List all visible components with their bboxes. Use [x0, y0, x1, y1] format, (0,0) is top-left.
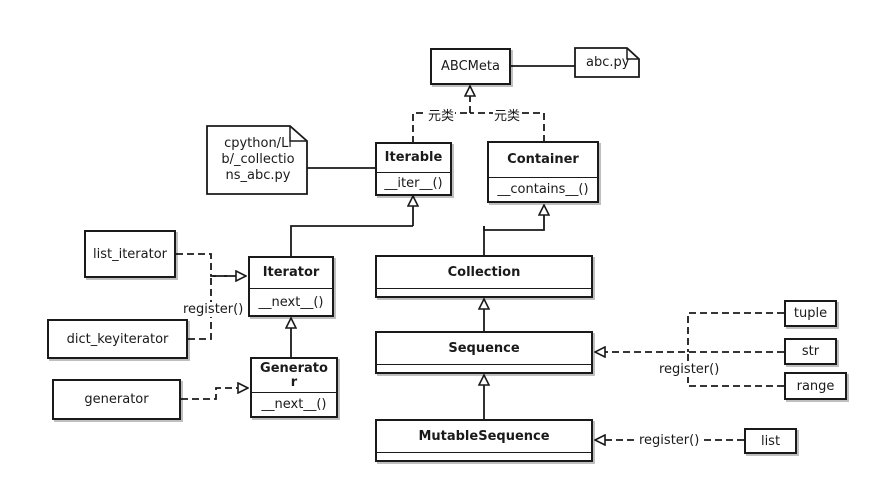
iterable-class: Iterable __iter__()	[375, 142, 452, 196]
container-class: Container __contains__()	[487, 141, 599, 203]
generator-class: Generator __next__()	[250, 357, 338, 418]
generator-next-method: __next__()	[261, 397, 327, 412]
sequence-class: Sequence	[375, 331, 593, 374]
note-shape	[206, 125, 308, 195]
str-label: str	[801, 344, 820, 359]
metaclass-label-2: 元类	[493, 105, 522, 124]
collection-methods	[377, 289, 591, 296]
sequence-methods	[377, 365, 591, 372]
metaclass-label-1: 元类	[427, 105, 456, 124]
dict-keyiterator-box: dict_keyiterator	[47, 319, 188, 359]
range-box: range	[784, 372, 847, 400]
container-contains-method: __contains__()	[497, 182, 589, 197]
collection-class: Collection	[375, 255, 593, 298]
generator-box: generator	[52, 379, 181, 420]
mutable-sequence-methods	[377, 453, 591, 460]
abc-py-label: abc.py	[586, 55, 630, 70]
tuple-label: tuple	[793, 306, 828, 321]
generator-register-edge	[181, 388, 248, 400]
dict-keyiterator-label: dict_keyiterator	[66, 331, 169, 347]
register-label-list: register()	[638, 433, 701, 448]
mutable-sequence-class: MutableSequence	[375, 419, 593, 462]
abc-py-note: abc.py	[574, 47, 640, 78]
note-shape	[574, 47, 640, 78]
register-label-sequence: register()	[658, 362, 721, 377]
iterable-iter-method: __iter__()	[384, 176, 443, 191]
abcmeta-box: ABCMeta	[430, 48, 511, 85]
iterable-class-name: Iterable	[377, 144, 450, 173]
cpython-path-note: cpython/Lib/_collections_abc.py	[206, 125, 308, 195]
str-box: str	[784, 338, 837, 365]
list-iterator-register-edge	[176, 253, 246, 277]
collection-container-edge	[483, 205, 544, 231]
list-label: list	[760, 433, 781, 449]
iterator-next-method: __next__()	[258, 294, 324, 310]
iterator-class-name: Iterator	[250, 258, 332, 289]
generator-label: generator	[84, 392, 149, 407]
range-label: range	[796, 378, 835, 394]
mutable-sequence-class-name: MutableSequence	[377, 421, 591, 453]
container-class-name: Container	[489, 143, 597, 178]
list-box: list	[744, 428, 797, 454]
list-iterator-box: list_iterator	[84, 230, 176, 278]
tuple-register-edge	[687, 312, 784, 352]
sequence-class-name: Sequence	[377, 333, 591, 365]
dict-keyiterator-register-edge	[188, 276, 246, 340]
tuple-box: tuple	[784, 300, 837, 327]
collection-class-name: Collection	[377, 257, 591, 289]
register-label-iterator: register()	[182, 302, 245, 317]
iterator-iterable-edge	[290, 225, 413, 256]
iterator-class: Iterator __next__()	[248, 256, 334, 317]
abcmeta-label: ABCMeta	[441, 59, 500, 74]
list-iterator-label: list_iterator	[92, 246, 167, 262]
cpython-path-label: cpython/Lib/_collections_abc.py	[221, 136, 295, 183]
generator-class-name: Generator	[252, 359, 336, 393]
